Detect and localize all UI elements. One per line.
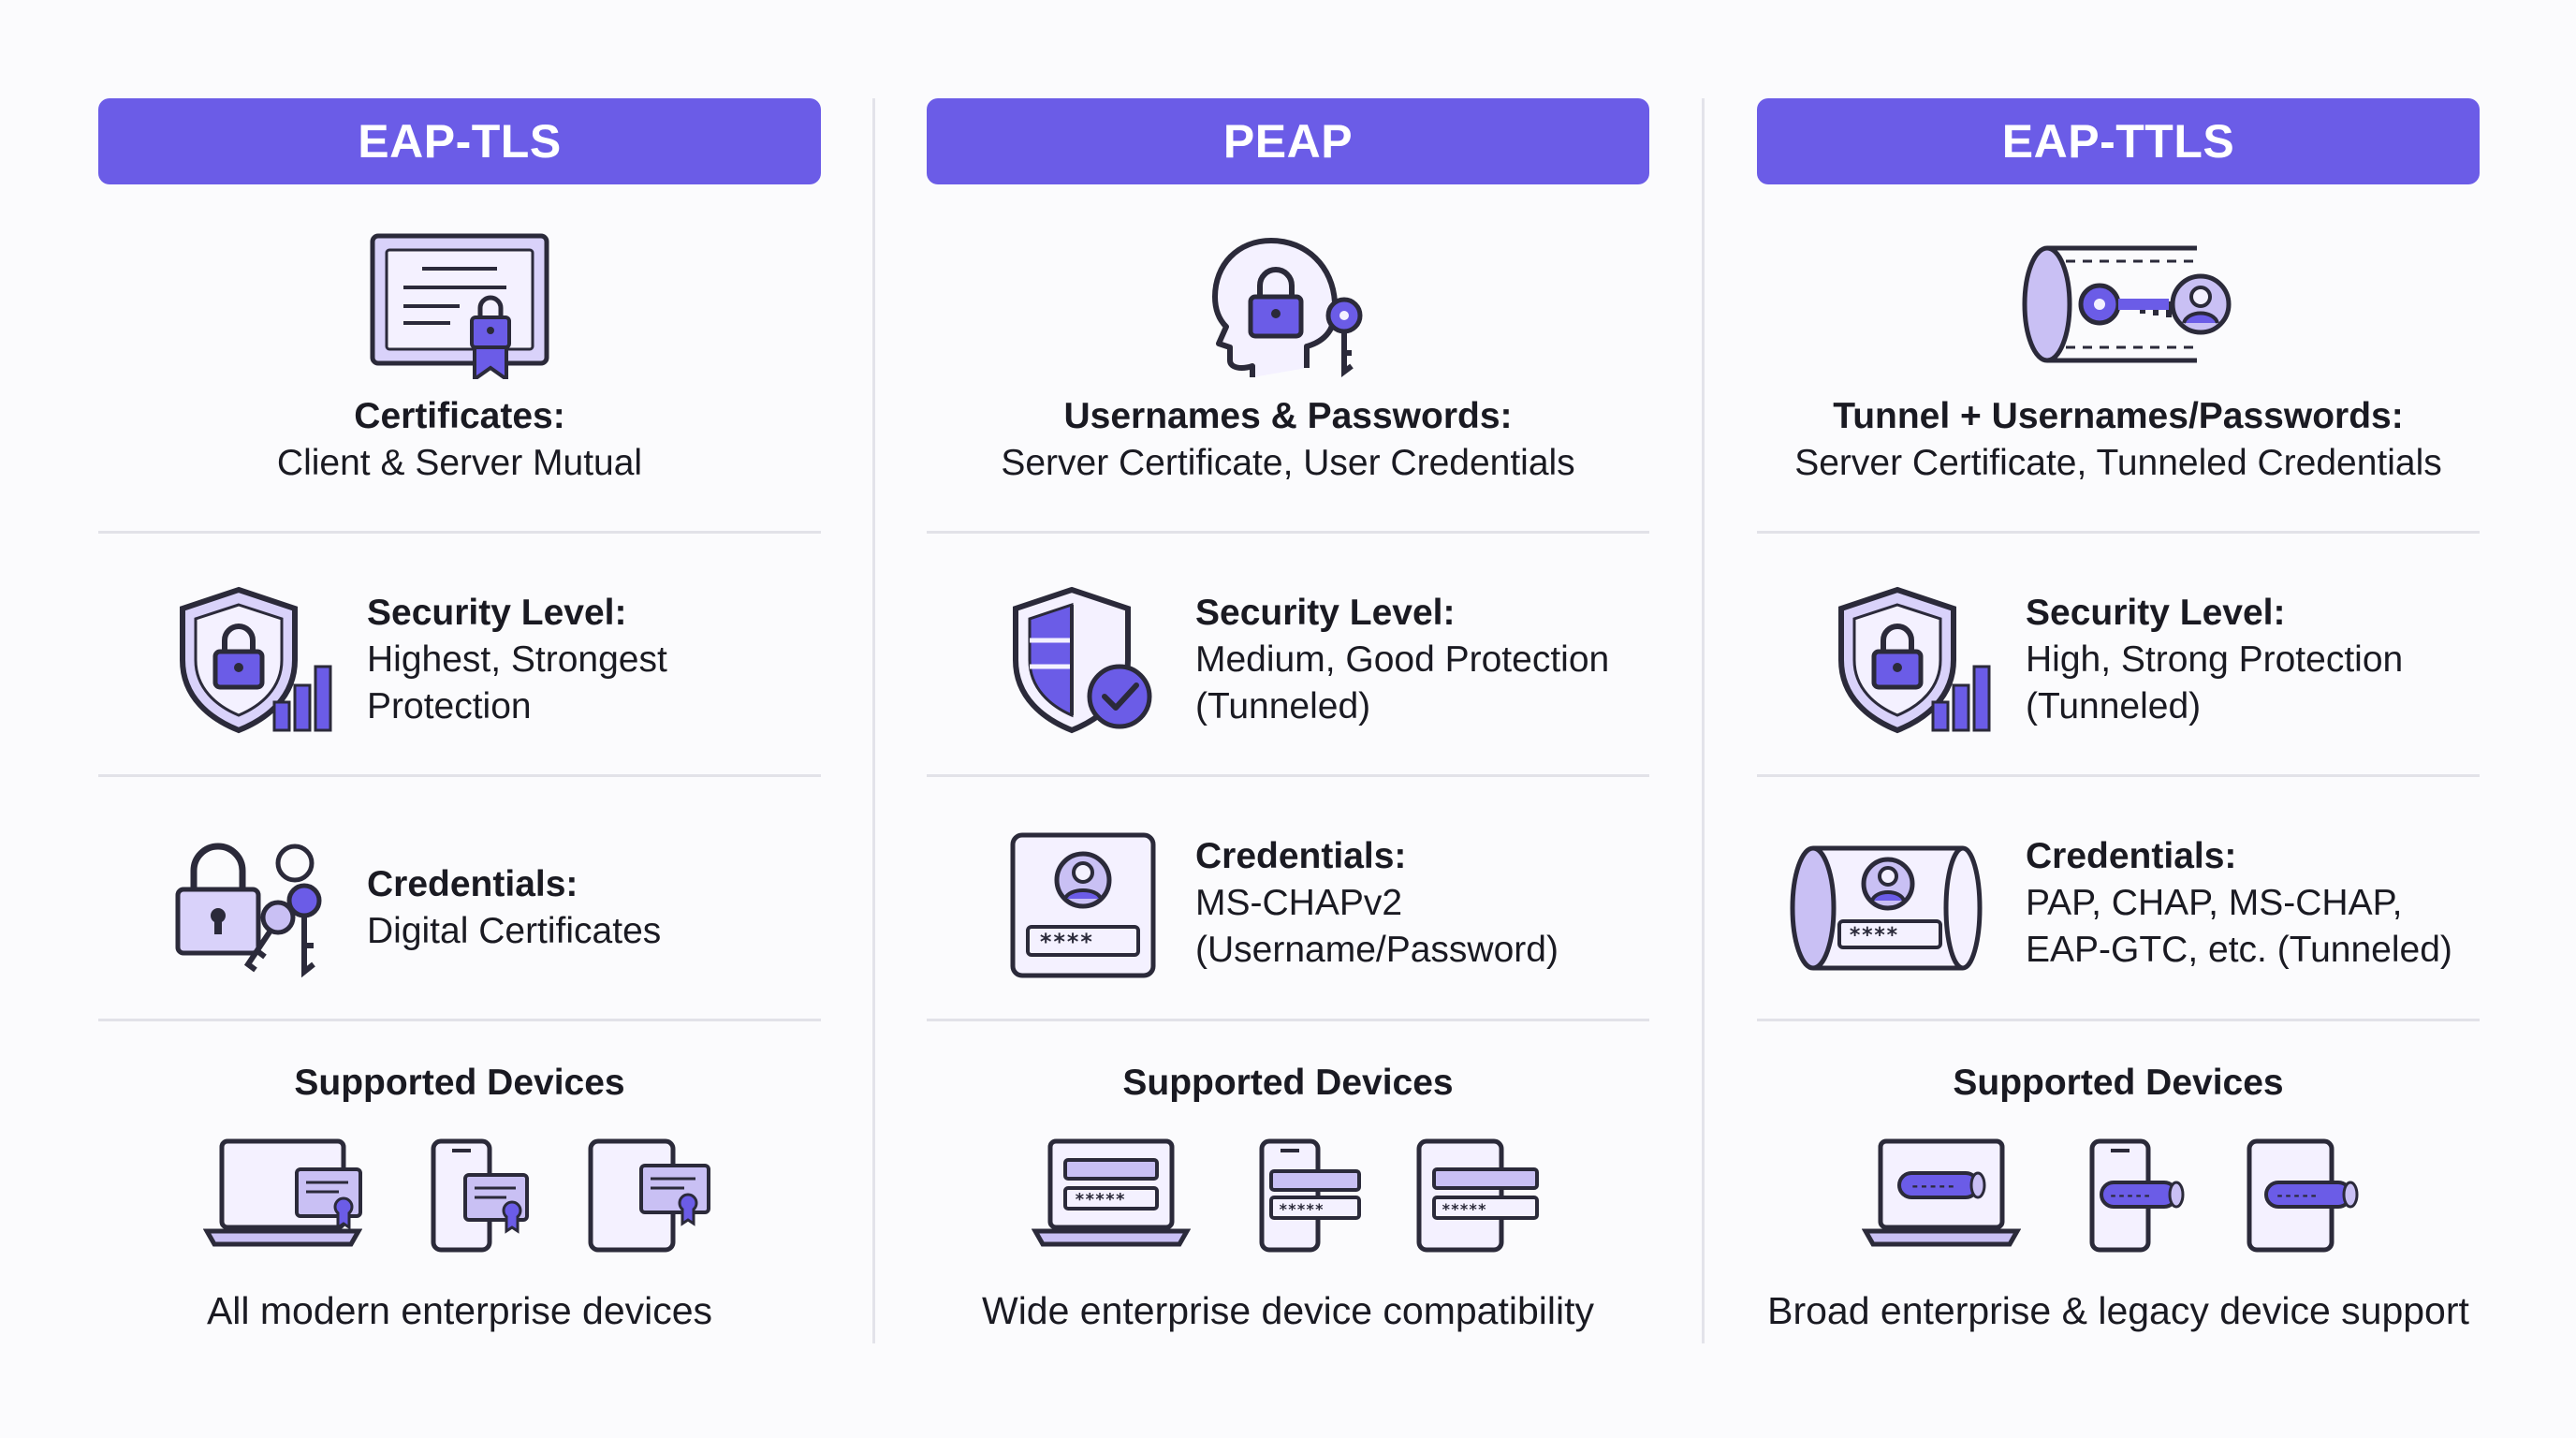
phone-password-icon: ***** [1256,1137,1368,1259]
credentials-title: Credentials: [367,864,578,904]
security-level-row: Security Level: Highest, Strongest Prote… [98,571,821,758]
head-lock-key-icon [1194,229,1382,379]
padlock-keys-icon [173,824,332,983]
credentials-text: Credentials: PAP, CHAP, MS-CHAP, EAP-GTC… [2026,833,2452,974]
auth-title: Tunnel + Usernames/Passwords: [1833,396,2404,436]
security-line: Protection [367,686,532,726]
column-header: PEAP [927,98,1649,184]
laptop-tunnel-icon: ----- [1861,1137,2022,1255]
laptop-password-icon: ***** [1031,1137,1192,1255]
password-mask: ----- [1910,1177,1955,1195]
device-icons: ----- ----- ----- [1757,1137,2480,1269]
divider [927,1019,1649,1021]
divider [98,1019,821,1021]
divider [98,774,821,777]
divider [1757,531,2480,534]
credentials-title: Credentials: [1195,836,1407,876]
auth-title: Certificates: [354,396,565,436]
column-header: EAP-TLS [98,98,821,184]
credentials-line: (Username/Password) [1195,930,1559,970]
credentials-line: PAP, CHAP, MS-CHAP, [2026,883,2403,923]
column-header: EAP-TTLS [1757,98,2480,184]
column-peap: PEAP Usernames & Passwords: Server Certi… [927,98,1649,1343]
tablet-password-icon: ***** [1413,1137,1544,1259]
auth-method: Usernames & Passwords: Server Certificat… [927,393,1649,487]
certificate-icon [366,229,553,379]
credentials-text: Credentials: MS-CHAPv2 (Username/Passwor… [1195,833,1559,974]
password-mask: ----- [2109,1187,2151,1204]
devices-caption: Broad enterprise & legacy device support [1767,1289,2469,1332]
column-divider [1702,98,1705,1343]
security-level-row: Security Level: Medium, Good Protection … [927,571,1649,758]
security-line: High, Strong Protection [2026,639,2404,680]
credentials-text: Credentials: Digital Certificates [367,861,661,955]
auth-subtitle: Server Certificate, Tunneled Credentials [1794,443,2442,483]
security-line: Medium, Good Protection [1195,639,1610,680]
shield-lock-bars-icon [1832,580,1991,740]
devices-title: Supported Devices [1122,1063,1454,1103]
divider [927,774,1649,777]
credentials-row: Credentials: Digital Certificates [98,814,821,1002]
password-mask: **** [1849,924,1898,947]
credentials-line: MS-CHAPv2 [1195,883,1403,923]
tablet-tunnel-icon: ----- [2244,1137,2375,1259]
security-title: Security Level: [367,593,627,633]
password-mask: ***** [1442,1200,1486,1218]
login-card-icon: **** [1002,824,1161,983]
security-text: Security Level: Medium, Good Protection … [1195,590,1609,730]
column-divider [872,98,875,1343]
tunnel-login-icon: **** [1785,824,1991,983]
security-text: Security Level: High, Strong Protection … [2026,590,2403,730]
shield-lock-bars-icon [173,580,332,740]
column-eap-ttls: EAP-TTLS Tunnel + Usernames/Passwords: S… [1757,98,2480,1343]
credentials-line: Digital Certificates [367,911,662,951]
security-level-row: Security Level: High, Strong Protection … [1757,571,2480,758]
security-line: (Tunneled) [1195,686,1371,726]
divider [927,531,1649,534]
devices-title: Supported Devices [294,1063,625,1103]
column-eap-tls: EAP-TLS Certificates: Client & Server Mu… [98,98,821,1343]
devices-caption: All modern enterprise devices [206,1289,713,1332]
divider [1757,774,2480,777]
tunnel-key-user-icon [2010,229,2234,379]
tablet-certificate-icon [585,1137,716,1259]
password-mask: ----- [2276,1187,2318,1204]
device-icons [98,1137,821,1269]
security-text: Security Level: Highest, Strongest Prote… [367,590,667,730]
credentials-row: **** Credentials: MS-CHAPv2 (Username/Pa… [927,814,1649,1002]
divider [98,531,821,534]
security-line: Highest, Strongest [367,639,667,680]
auth-subtitle: Server Certificate, User Credentials [1001,443,1575,483]
device-icons: ***** ***** ***** [927,1137,1649,1269]
laptop-certificate-icon [202,1137,363,1255]
devices-title: Supported Devices [1953,1063,2284,1103]
divider [1757,1019,2480,1021]
phone-tunnel-icon: ----- [2086,1137,2199,1259]
auth-subtitle: Client & Server Mutual [276,443,643,483]
credentials-title: Credentials: [2026,836,2237,876]
security-line: (Tunneled) [2026,686,2202,726]
shield-check-icon [1002,580,1161,740]
auth-method: Certificates: Client & Server Mutual [98,393,821,487]
credentials-line: EAP-GTC, etc. (Tunneled) [2026,930,2452,970]
password-mask: ***** [1075,1190,1125,1210]
security-title: Security Level: [1195,593,1456,633]
credentials-row: **** Credentials: PAP, CHAP, MS-CHAP, EA… [1757,814,2480,1002]
auth-title: Usernames & Passwords: [1063,396,1513,436]
password-mask: ***** [1279,1200,1324,1218]
auth-method: Tunnel + Usernames/Passwords: Server Cer… [1757,393,2480,487]
devices-caption: Wide enterprise device compatibility [982,1289,1594,1332]
security-title: Security Level: [2026,593,2286,633]
phone-certificate-icon [428,1137,540,1259]
password-mask: **** [1039,929,1093,955]
